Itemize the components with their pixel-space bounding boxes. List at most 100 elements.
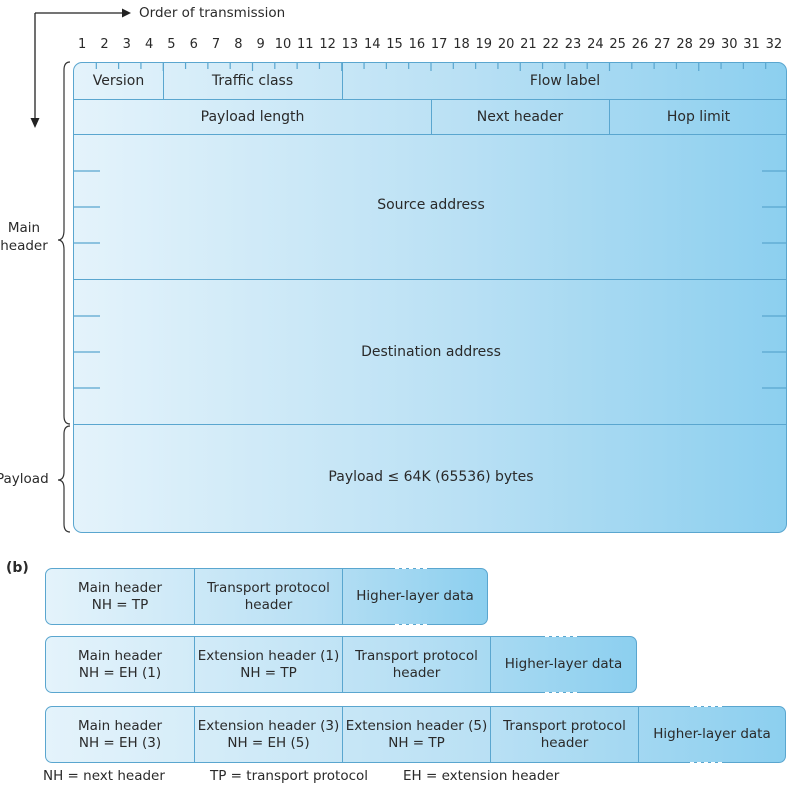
chain-segment: Extension header (5)NH = TP xyxy=(342,707,490,762)
chain-segment: Extension header (3)NH = EH (5) xyxy=(194,707,342,762)
segment-line-2: NH = EH (5) xyxy=(227,734,310,751)
segment-line-1: Transport protocol xyxy=(355,647,478,664)
segment-line-2: NH = EH (1) xyxy=(78,664,162,681)
bit-number-label: 17 xyxy=(430,37,448,52)
segment-line-1: Main header xyxy=(77,579,163,596)
segment-line-2: header xyxy=(244,596,293,613)
segment-line-1: Higher-layer data xyxy=(653,726,771,742)
version-field: Version xyxy=(92,73,145,89)
part-b-label: (b) xyxy=(6,560,29,576)
bit-number-label: 21 xyxy=(520,37,537,52)
field-divider xyxy=(342,63,343,99)
bit-number-label: 15 xyxy=(386,37,403,52)
source-address-field: Source address xyxy=(377,196,485,213)
bit-number-label: 2 xyxy=(100,37,109,52)
field-divider xyxy=(163,63,164,99)
segment-line-2: header xyxy=(540,734,589,751)
bit-number-label: 7 xyxy=(211,37,221,52)
segment-line-1: Extension header (5) xyxy=(345,717,488,734)
bit-ticks xyxy=(95,63,767,71)
segment-line-1: Transport protocol xyxy=(207,579,330,596)
left-braces xyxy=(57,61,71,533)
bit-number-label: 4 xyxy=(144,37,154,52)
bit-number-label: 9 xyxy=(256,37,265,52)
bit-number-label: 26 xyxy=(631,37,649,52)
segment-line-1: Main header xyxy=(77,717,163,734)
bit-number-label: 1 xyxy=(78,37,87,52)
field-divider xyxy=(431,99,432,134)
bit-number-label: 27 xyxy=(654,37,671,52)
main-header-label-line2: header xyxy=(0,238,48,254)
bit-number-label: 23 xyxy=(564,37,582,52)
segment-line-1: Higher-layer data xyxy=(356,588,474,604)
main-header-label: Main header xyxy=(0,219,48,255)
bit-number-label: 29 xyxy=(698,37,716,52)
row-divider xyxy=(74,279,786,280)
bit-number-label: 12 xyxy=(319,37,336,52)
payload-length-field: Payload length xyxy=(200,108,305,125)
bit-number-label: 30 xyxy=(720,37,738,52)
bit-number-label: 31 xyxy=(743,37,760,52)
row-divider xyxy=(74,424,786,425)
bit-number-label: 16 xyxy=(408,37,426,52)
hop-limit-field: Hop limit xyxy=(666,108,731,125)
bit-number-label: 25 xyxy=(609,37,626,52)
payload-label: Payload xyxy=(0,471,49,487)
bit-number-label: 18 xyxy=(453,37,470,52)
bit-number-label: 3 xyxy=(122,37,131,52)
bit-number-label: 14 xyxy=(363,37,381,52)
legend-eh: EH = extension header xyxy=(403,768,560,784)
segment-line-2: header xyxy=(392,664,441,681)
bit-number-label: 10 xyxy=(274,37,292,52)
bit-number-label: 5 xyxy=(167,37,176,52)
chain-segment: Extension header (1)NH = TP xyxy=(194,637,342,692)
order-of-transmission-label: Order of transmission xyxy=(139,5,286,21)
chain-segment: Higher-layer data xyxy=(342,569,487,624)
segment-line-1: Main header xyxy=(77,647,163,664)
word-boundary-ticks xyxy=(74,170,786,389)
field-divider xyxy=(609,99,610,134)
transmission-arrows xyxy=(30,8,131,128)
traffic-class-field: Traffic class xyxy=(211,73,294,89)
bit-number-label: 8 xyxy=(234,37,243,52)
legend-tp: TP = transport protocol xyxy=(210,768,369,784)
payload-field: Payload ≤ 64K (65536) bytes xyxy=(328,469,534,485)
main-header-label-line1: Main xyxy=(7,220,41,236)
destination-address-field: Destination address xyxy=(361,343,501,360)
bit-number-label: 6 xyxy=(189,37,198,52)
segment-line-1: Higher-layer data xyxy=(504,656,623,672)
next-header-field: Next header xyxy=(476,108,564,125)
bit-number-label: 20 xyxy=(497,37,515,52)
flow-label-field: Flow label xyxy=(529,73,601,89)
legend-nh: NH = next header xyxy=(43,768,165,784)
segment-line-2: NH = TP xyxy=(240,664,297,681)
bit-number-label: 11 xyxy=(297,37,314,52)
bit-number-label: 24 xyxy=(587,37,604,52)
bit-number-label: 19 xyxy=(475,37,493,52)
chain-segment: Higher-layer data xyxy=(490,637,636,692)
segment-line-1: Extension header (1) xyxy=(197,647,340,664)
segment-line-2: NH = TP xyxy=(91,596,149,613)
row-divider xyxy=(74,99,786,100)
bit-number-label: 22 xyxy=(542,37,559,52)
segment-line-2: NH = TP xyxy=(388,734,445,751)
segment-line-1: Extension header (3) xyxy=(197,717,340,734)
bit-number-label: 13 xyxy=(341,37,359,52)
chain-segment: Higher-layer data xyxy=(638,707,785,762)
segment-line-2: NH = EH (3) xyxy=(78,734,162,751)
bit-number-label: 32 xyxy=(765,37,783,52)
row-divider xyxy=(74,134,786,135)
segment-line-1: Transport protocol xyxy=(503,717,626,734)
bit-number-label: 28 xyxy=(676,37,693,52)
ipv6-header-diagram: Version Traffic class Flow label Payload… xyxy=(73,62,787,533)
